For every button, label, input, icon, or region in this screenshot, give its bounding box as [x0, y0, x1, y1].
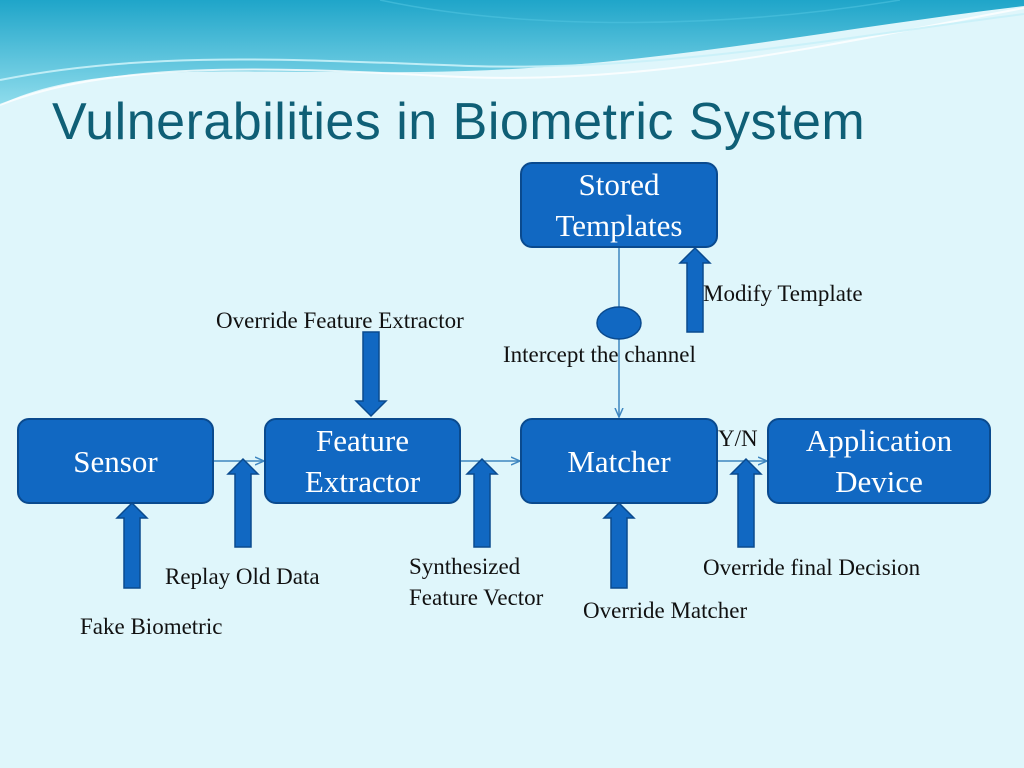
slide-title: Vulnerabilities in Biometric System	[52, 93, 866, 151]
box-application-device-line2: Device	[835, 464, 923, 499]
box-application-device-line1: Application	[805, 423, 953, 458]
label-override-final-decision: Override final Decision	[703, 555, 921, 580]
attack-arrow-replay-old-data	[226, 457, 260, 548]
box-matcher-label: Matcher	[567, 443, 671, 479]
box-stored-templates-line1: Stored	[578, 167, 660, 202]
attack-arrow-override-matcher	[602, 501, 636, 589]
label-synthesized-line1: Synthesized	[409, 554, 521, 579]
label-intercept-channel: Intercept the channel	[503, 342, 696, 367]
box-feature-extractor-line2: Extractor	[304, 464, 421, 499]
label-yn: Y/N	[718, 426, 758, 451]
attack-arrow-synthesized-feature-vector	[465, 457, 499, 548]
box-stored-templates-line2: Templates	[555, 208, 683, 243]
attack-arrow-modify-template	[678, 246, 712, 333]
intercept-channel-node	[596, 306, 642, 340]
attack-arrow-fake-biometric	[115, 501, 149, 589]
box-matcher: Matcher	[520, 418, 718, 504]
box-sensor: Sensor	[17, 418, 214, 504]
label-fake-biometric: Fake Biometric	[80, 614, 223, 639]
label-override-matcher: Override Matcher	[583, 598, 748, 623]
label-replay-old-data: Replay Old Data	[165, 564, 320, 589]
box-feature-extractor-line1: Feature	[316, 423, 409, 458]
label-modify-template: Modify Template	[703, 281, 863, 306]
label-override-feature-extractor: Override Feature Extractor	[216, 308, 464, 333]
attack-arrow-override-feature-extractor	[354, 331, 388, 418]
box-sensor-label: Sensor	[73, 443, 158, 479]
attack-arrow-override-final-decision	[729, 457, 763, 548]
label-synthesized-line2: Feature Vector	[409, 585, 544, 610]
